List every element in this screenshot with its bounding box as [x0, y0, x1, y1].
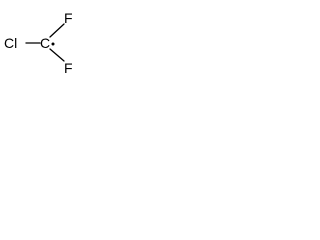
chlorodifluoromethyl-radical-structure: Cl C F F	[4, 10, 73, 76]
bond-c-f-top	[49, 23, 65, 38]
fluorine-top-atom-label: F	[64, 10, 73, 26]
carbon-atom-label: C	[40, 35, 50, 51]
fluorine-bottom-atom-label: F	[64, 60, 73, 76]
radical-electron-dot	[51, 42, 55, 46]
bond-c-f-bottom	[49, 48, 65, 62]
chlorine-atom-label: Cl	[4, 35, 17, 51]
